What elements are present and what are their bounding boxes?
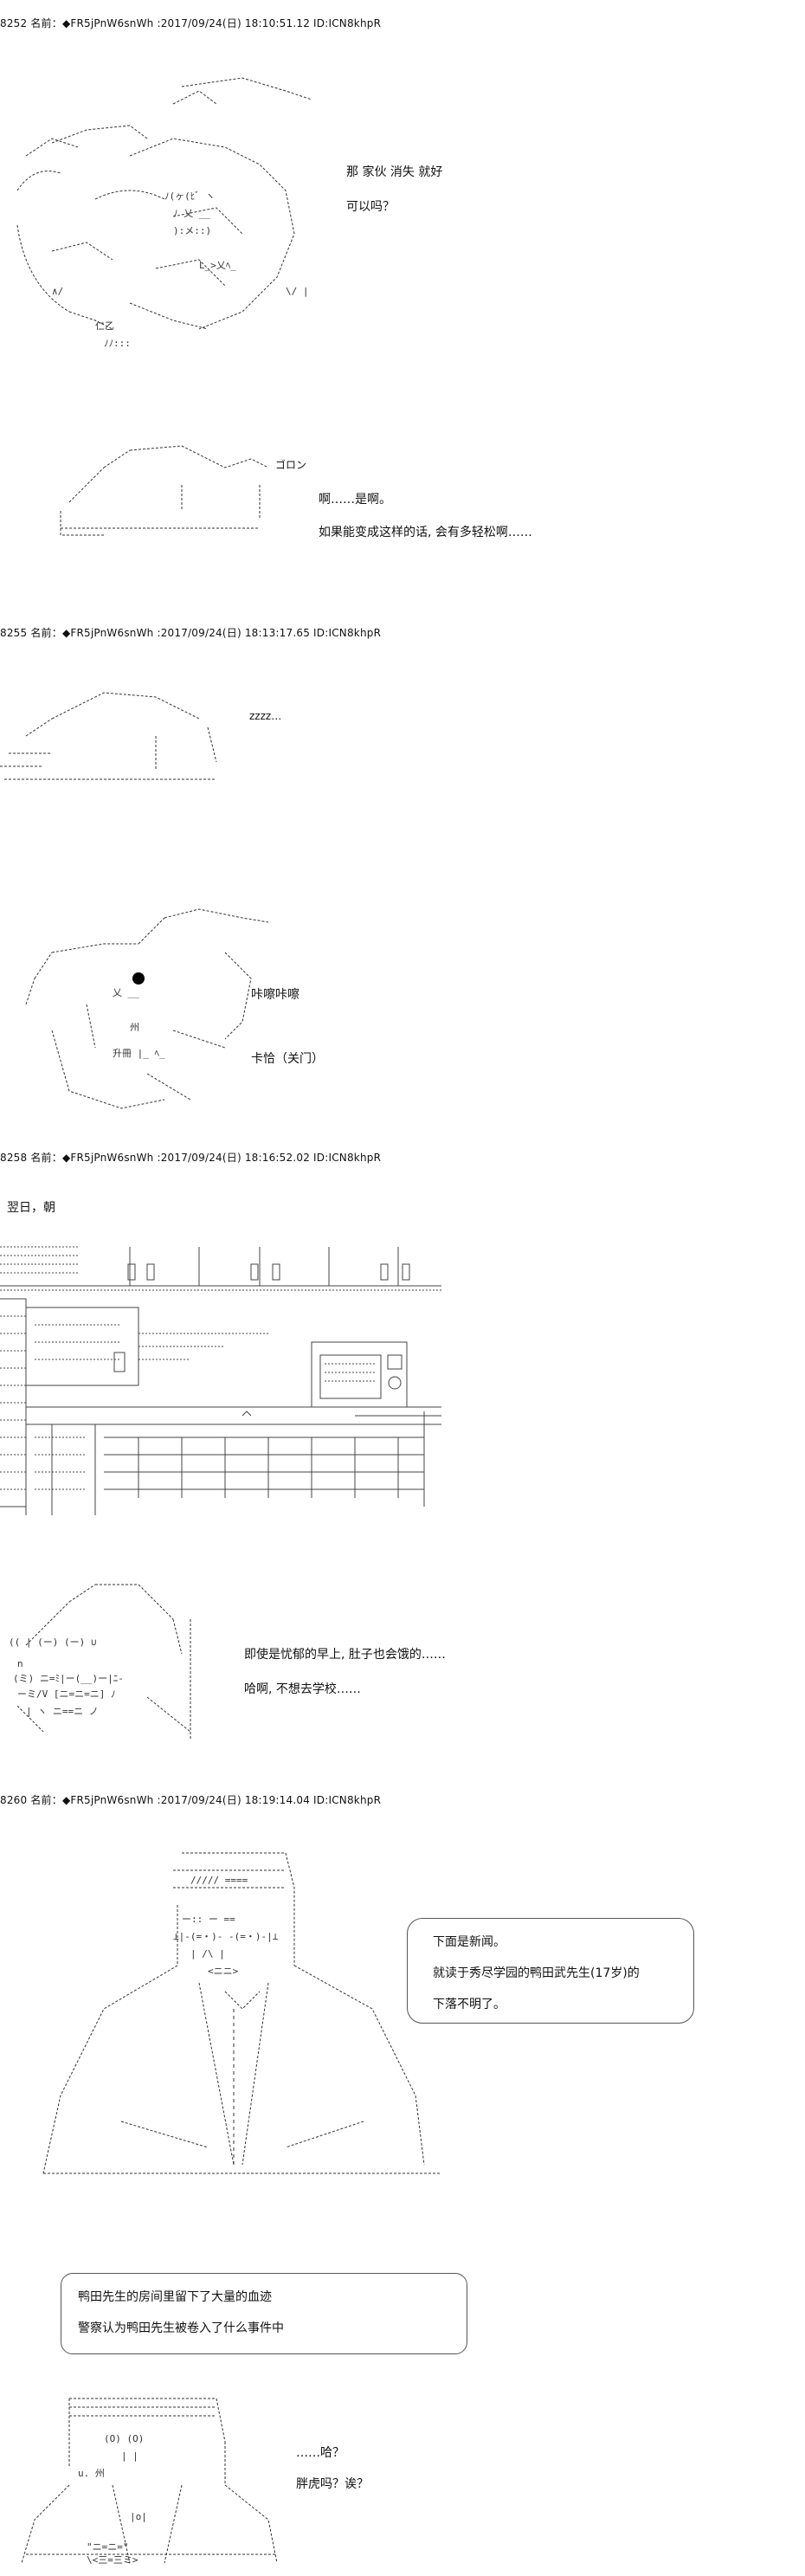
svg-text:\/ |: \/ |: [286, 286, 309, 297]
svg-text:州: 州: [130, 1022, 139, 1033]
post-header-8260: 8260 名前：◆FR5jPnW6snWh :2017/09/24(日) 18:…: [0, 1794, 382, 1806]
dialogue-line: 如果能变成这样的话, 会有多轻松啊……: [319, 526, 532, 539]
svg-text:///// ====: ///// ====: [190, 1875, 248, 1886]
dialogue-line: 那 家伙 消失 就好: [346, 165, 443, 179]
ascii-art-room-background: [0, 1246, 441, 1515]
svg-text:仁乙: 仁乙: [95, 320, 114, 332]
news-report-line: 警察认为鸭田先生被卷入了什么事件中: [78, 2321, 284, 2335]
svg-text:| ヽ ニ==ニ ノ: | ヽ ニ==ニ ノ: [26, 1706, 99, 1717]
svg-text:<ニニ>: <ニニ>: [208, 1966, 239, 1977]
dialogue-line: 可以吗？: [346, 200, 395, 214]
dialogue-line: 咔嚓咔嚓: [251, 988, 299, 1002]
dialogue-line: 卡恰（关门）: [251, 1052, 324, 1066]
sound-effect: zzzz…: [249, 710, 282, 722]
dialogue-line: 胖虎吗？诶？: [296, 2477, 369, 2491]
ascii-art-sleeping-figure: [0, 692, 217, 780]
news-bubble-line: 就读于秀尽学园的鸭田武先生(17岁)的: [433, 1966, 640, 1980]
news-report-box: [61, 2273, 467, 2354]
scene-caption: 翌日，朝: [7, 1201, 55, 1215]
news-report-line: 鸭田先生的房间里留下了大量的血迹: [78, 2290, 272, 2304]
ascii-art-news-anchor: ///// ==== ー:: ー == ⊥|-(=・)- -(=・)-|⊥ | …: [42, 1852, 441, 2174]
svg-text:"ニ=ニ=": "ニ=ニ=": [87, 2541, 129, 2553]
ascii-art-lying-figure: [60, 445, 269, 536]
svg-text:u. 州: u. 州: [78, 2468, 105, 2479]
svg-text:):メ::): ):メ::): [173, 225, 211, 236]
svg-text:(( | (ー) (ー) ∪: (( | (ー) (ー) ∪: [9, 1637, 96, 1648]
sound-effect: ゴロン: [275, 459, 307, 471]
svg-text:\<三=三ミ>: \<三=三ミ>: [87, 2554, 138, 2566]
svg-text:(O) (O): (O) (O): [104, 2433, 144, 2444]
svg-text:ﾉ 乂 __: ﾉ 乂 __: [173, 208, 210, 219]
svg-text:|o|: |o|: [130, 2511, 147, 2522]
svg-text:n: n: [17, 1658, 23, 1669]
dialogue-line: 哈啊, 不想去学校……: [244, 1682, 361, 1696]
dialogue-line: 即使是忧郁的早上, 肚子也会饿的……: [244, 1648, 446, 1662]
post-header-8252: 8252 名前：◆FR5jPnW6snWh :2017/09/24(日) 18:…: [0, 17, 382, 29]
dialogue-line: ……哈？: [296, 2446, 345, 2460]
svg-text:(ミ) ニ=ﾐ|ー(__)ー|ﾆ-: (ミ) ニ=ﾐ|ー(__)ー|ﾆ-: [13, 1673, 124, 1684]
post-header-8258: 8258 名前：◆FR5jPnW6snWh :2017/09/24(日) 18:…: [0, 1152, 382, 1164]
svg-text:⊥|-(=・)- -(=・)-|⊥: ⊥|-(=・)- -(=・)-|⊥: [173, 1931, 279, 1942]
news-speech-bubble: [407, 1918, 694, 2024]
dialogue-line: 啊……是啊。: [319, 493, 391, 507]
svg-text:ﾉ(ヶ(ﾋﾞ ヽ: ﾉ(ヶ(ﾋﾞ ヽ: [164, 190, 215, 202]
news-bubble-line: 下面是新闻。: [433, 1935, 506, 1949]
svg-text:ーミ/V [ニ=ニ=ニ] ﾉ: ーミ/V [ニ=ニ=ニ] ﾉ: [17, 1688, 115, 1700]
ascii-art-standing-figure: 乂 __ 州 升冊 |_ ﾍ_: [25, 908, 269, 1109]
news-bubble-line: 下落不明了。: [433, 1998, 506, 2011]
ascii-art-creature-shadow: ﾉ(ヶ(ﾋﾞ ヽ ﾉ 乂 __ ):メ::) L_>乂ﾍ_ ∧/ \/ | 仁乙…: [16, 77, 312, 349]
post-header-8255: 8255 名前：◆FR5jPnW6snWh :2017/09/24(日) 18:…: [0, 627, 382, 639]
ascii-art-character-eating: (( | (ー) (ー) ∪ n (ミ) ニ=ﾐ|ー(__)ー|ﾆ- ーミ/V …: [9, 1584, 191, 1740]
svg-text:L_>乂ﾍ_: L_>乂ﾍ_: [199, 260, 236, 271]
svg-text:ﾉﾉ:::: ﾉﾉ:::: [104, 338, 131, 349]
svg-text:| |: | |: [121, 2450, 138, 2462]
svg-text:∧/: ∧/: [52, 286, 63, 297]
svg-text:升冊 |_ ﾍ_: 升冊 |_ ﾍ_: [113, 1048, 165, 1059]
svg-text:| /\ |: | /\ |: [190, 1948, 225, 1959]
svg-text:乂 __: 乂 __: [113, 987, 139, 998]
ascii-art-shocked-character: (O) (O) | | u. 州 |o| "ニ=ニ=" \<三=三ミ>: [21, 2398, 278, 2566]
svg-text:ー:: ー ==: ー:: ー ==: [182, 1914, 235, 1925]
